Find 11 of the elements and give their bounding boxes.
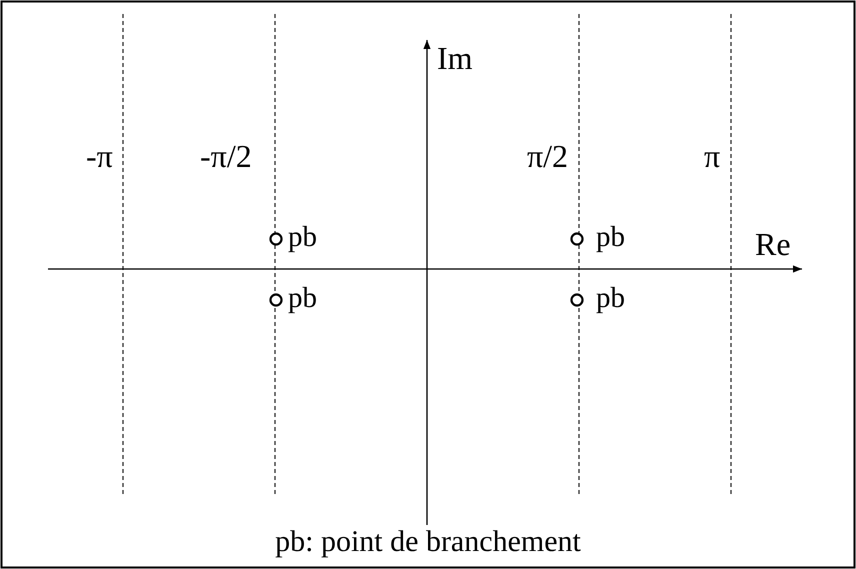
- tick-label: -π/2: [200, 140, 252, 172]
- point-label: pb: [596, 284, 625, 313]
- tick-label: π: [704, 140, 720, 172]
- tick-label: -π: [86, 140, 113, 172]
- tick-label: π/2: [527, 140, 568, 172]
- caption: pb: point de branchement: [0, 527, 856, 557]
- axis-label: Re: [755, 228, 791, 260]
- axis-label: Im: [437, 42, 473, 74]
- point-label: pb: [596, 223, 625, 252]
- point-label: pb: [288, 284, 317, 313]
- point-label: pb: [288, 223, 317, 252]
